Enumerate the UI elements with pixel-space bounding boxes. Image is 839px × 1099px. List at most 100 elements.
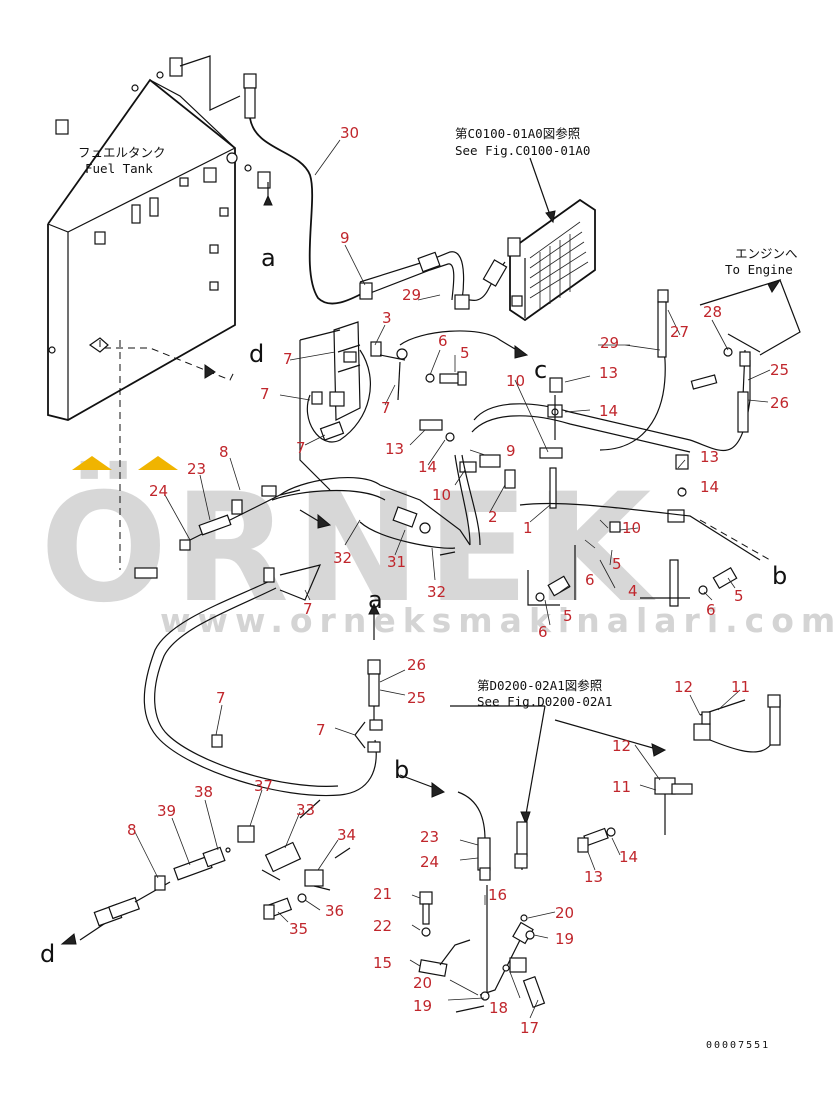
hose-29-right <box>471 279 801 453</box>
part-number: 21 <box>373 885 392 903</box>
part-number: 26 <box>407 656 426 674</box>
bracket-assembly <box>299 321 371 491</box>
view-letter-c-mid: c <box>534 356 547 384</box>
part-number: 11 <box>612 778 631 796</box>
part-number: 23 <box>187 460 206 478</box>
part-number: 14 <box>619 848 638 866</box>
to-engine-label-en: To Engine <box>725 262 793 277</box>
hose-assembly-bottom <box>399 705 546 1013</box>
part-number: 9 <box>340 229 350 247</box>
part-number: 9 <box>506 442 516 460</box>
part-number: 5 <box>734 587 744 605</box>
view-letters: a d c b a b d <box>40 244 787 968</box>
view-letter-d-bottom: d <box>40 940 55 968</box>
part-number: 32 <box>333 549 352 567</box>
watermark: ÖRNEK www.orneksmakinalari.com.tr <box>40 456 839 640</box>
part-number: 11 <box>731 678 750 696</box>
part-number: 33 <box>296 801 315 819</box>
part-number: 7 <box>216 689 226 707</box>
part-number: 38 <box>194 783 213 801</box>
clamp-bracket-center <box>419 377 771 561</box>
part-number: 5 <box>563 607 573 625</box>
watermark-url: www.orneksmakinalari.com.tr <box>160 601 839 640</box>
part-number: 16 <box>488 886 507 904</box>
part-number: 7 <box>316 721 326 739</box>
part-number: 7 <box>296 439 306 457</box>
view-letter-a-lower: a <box>368 586 383 614</box>
part-number: 25 <box>770 361 789 379</box>
part-number: 2 <box>488 508 498 526</box>
drawing-code: 00007551 <box>706 1040 770 1051</box>
part-number: 8 <box>219 443 229 461</box>
part-numbers: 30 9 29 3 7 7 7 7 6 5 29 27 28 25 26 10 … <box>127 124 789 1037</box>
part-number: 31 <box>387 553 406 571</box>
part-number: 8 <box>127 821 137 839</box>
part-number: 12 <box>612 737 631 755</box>
part-number: 13 <box>599 364 618 382</box>
part-number: 29 <box>402 286 421 304</box>
part-number: 14 <box>418 458 437 476</box>
part-number: 12 <box>674 678 693 696</box>
part-number: 7 <box>283 350 293 368</box>
part-number: 20 <box>555 904 574 922</box>
part-number: 10 <box>432 486 451 504</box>
part-number: 13 <box>385 440 404 458</box>
part-number: 5 <box>460 344 470 362</box>
part-number: 5 <box>612 555 622 573</box>
captions: フュエルタンク Fuel Tank 第C0100-01A0図参照 See Fig… <box>78 126 798 709</box>
view-letter-a-top: a <box>261 244 276 272</box>
part-number: 34 <box>337 826 356 844</box>
part-number: 27 <box>670 323 689 341</box>
part-number: 19 <box>555 930 574 948</box>
part-number: 35 <box>289 920 308 938</box>
part-number: 14 <box>700 478 719 496</box>
long-tube-loop <box>143 564 383 797</box>
ref-label-2-jp: 第D0200-02A1図参照 <box>477 678 602 693</box>
part-number: 6 <box>538 623 548 641</box>
part-number: 29 <box>600 334 619 352</box>
part-number: 24 <box>149 482 168 500</box>
view-letter-b-right: b <box>772 562 787 590</box>
fuel-tank <box>47 78 238 421</box>
view-letter-d-mid: d <box>249 340 264 368</box>
part-number: 20 <box>413 974 432 992</box>
part-number: 6 <box>438 332 448 350</box>
part-number: 7 <box>303 600 313 618</box>
part-number: 26 <box>770 394 789 412</box>
hose-30 <box>243 73 366 305</box>
part-number: 7 <box>381 399 391 417</box>
part-number: 10 <box>622 519 641 537</box>
part-number: 6 <box>706 601 716 619</box>
part-number: 3 <box>382 309 392 327</box>
part-number: 18 <box>489 999 508 1017</box>
part-number: 15 <box>373 954 392 972</box>
part-number: 32 <box>427 583 446 601</box>
oil-cooler <box>507 157 596 322</box>
part-number: 13 <box>584 868 603 886</box>
part-number: 36 <box>325 902 344 920</box>
ref-label-2-en: See Fig.D0200-02A1 <box>477 694 612 709</box>
hose-assembly-left <box>99 340 471 579</box>
part-number: 25 <box>407 689 426 707</box>
part-number: 14 <box>599 402 618 420</box>
ref-label-1-jp: 第C0100-01A0図参照 <box>455 126 580 141</box>
part-number: 17 <box>520 1019 539 1037</box>
part-number: 37 <box>254 777 273 795</box>
leader-lines <box>134 139 771 1019</box>
part-number: 39 <box>157 802 176 820</box>
watermark-accent-left <box>72 456 112 470</box>
clip-bolt-set-upper <box>370 330 529 401</box>
part-number: 22 <box>373 917 392 935</box>
to-engine-label-jp: エンジンへ <box>735 246 798 261</box>
tank-fittings <box>156 55 273 206</box>
bolt-set-right <box>527 519 738 607</box>
view-letter-b-lower: b <box>394 756 409 784</box>
part-number: 6 <box>585 571 595 589</box>
hose-assembly-right-lower <box>554 694 781 853</box>
part-number: 28 <box>703 303 722 321</box>
fuel-tank-label-en: Fuel Tank <box>85 161 153 176</box>
part-number: 1 <box>523 519 533 537</box>
part-number: 7 <box>260 385 270 403</box>
hose-assembly-bottom-left <box>60 799 351 945</box>
